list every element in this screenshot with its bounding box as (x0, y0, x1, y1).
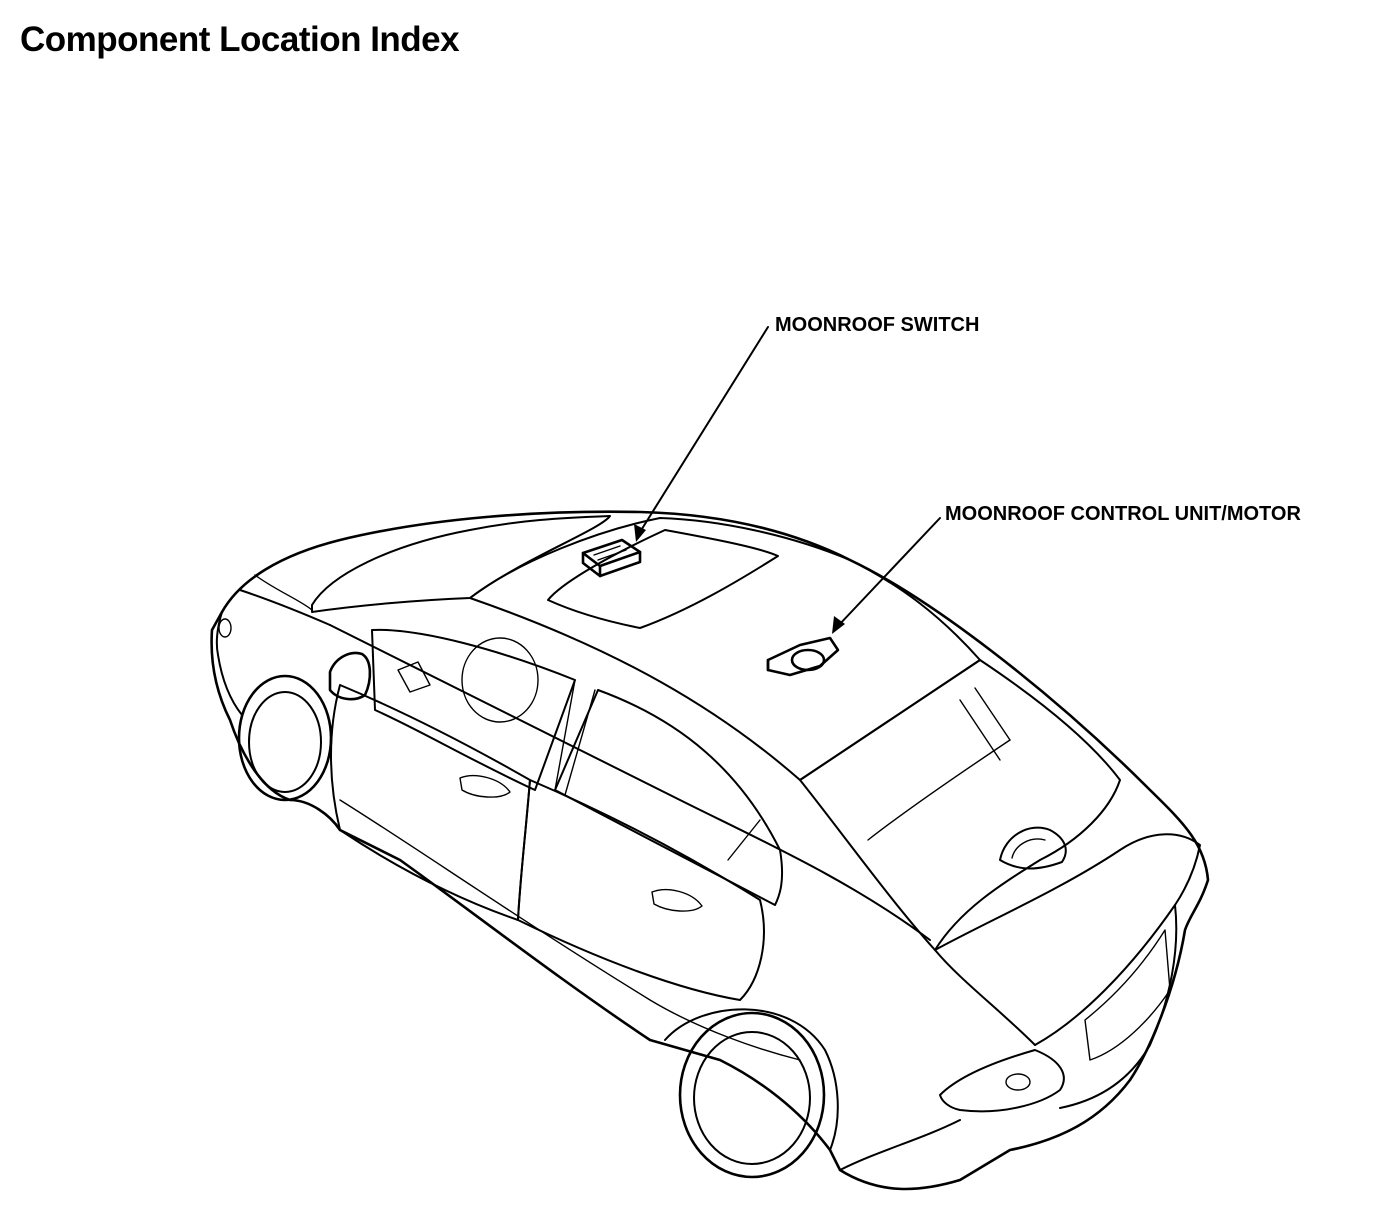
b-pillar (554, 679, 596, 796)
leader-line (837, 517, 941, 627)
leader-line (639, 326, 769, 533)
hood-crease (254, 574, 313, 611)
beltline (329, 624, 931, 941)
c-pillar-line (727, 819, 761, 861)
arrowhead-icon (634, 524, 646, 542)
trunk-lid (934, 833, 1201, 951)
callout-label: MOONROOF CONTROL UNIT/MOTOR (945, 503, 1301, 525)
rear-bumper (1034, 904, 1178, 1109)
lower-rocker (339, 799, 801, 1061)
rear-side-window (554, 689, 784, 906)
rear-quarter (839, 1119, 961, 1171)
windshield (311, 515, 611, 613)
rear-window-mark (959, 687, 1011, 761)
rear-wheel-arch (664, 1008, 839, 1151)
taillight-lens (1005, 1073, 1031, 1091)
front-door-handle (459, 774, 511, 798)
rear-door-handle (651, 888, 703, 912)
rear-door (517, 779, 765, 1001)
arrowhead-icon (832, 616, 845, 634)
front-side-window (371, 628, 576, 791)
hood-line (239, 589, 331, 626)
front-door (330, 684, 531, 921)
callout-moonroof-control-unit-motor: MOONROOF CONTROL UNIT/MOTOR (832, 503, 1301, 634)
steering-wheel (461, 637, 539, 723)
rear-window (799, 659, 1121, 951)
moonroof-glass (547, 529, 779, 629)
trunk-emblem (999, 826, 1067, 870)
car-illustration (210, 510, 1210, 1191)
rear-wheel (678, 1011, 826, 1179)
trunk-emblem-inner (1011, 838, 1046, 859)
callout-label: MOONROOF SWITCH (775, 314, 979, 336)
moonroof-control-unit-motor-component (766, 636, 840, 677)
front-wheel (237, 674, 333, 802)
callout-moonroof-switch: MOONROOF SWITCH (634, 314, 979, 542)
page-title: Component Location Index (20, 20, 460, 59)
side-mirror (328, 651, 372, 701)
license-recess (1084, 929, 1171, 1061)
taillight (939, 1049, 1065, 1113)
rear-deck-edge (934, 949, 1036, 1046)
fog-light (218, 618, 232, 638)
rear-window-defrost (867, 739, 1011, 841)
dash-vent (397, 661, 431, 693)
roof-outline (469, 517, 981, 781)
moonroof-switch-component (581, 538, 642, 578)
